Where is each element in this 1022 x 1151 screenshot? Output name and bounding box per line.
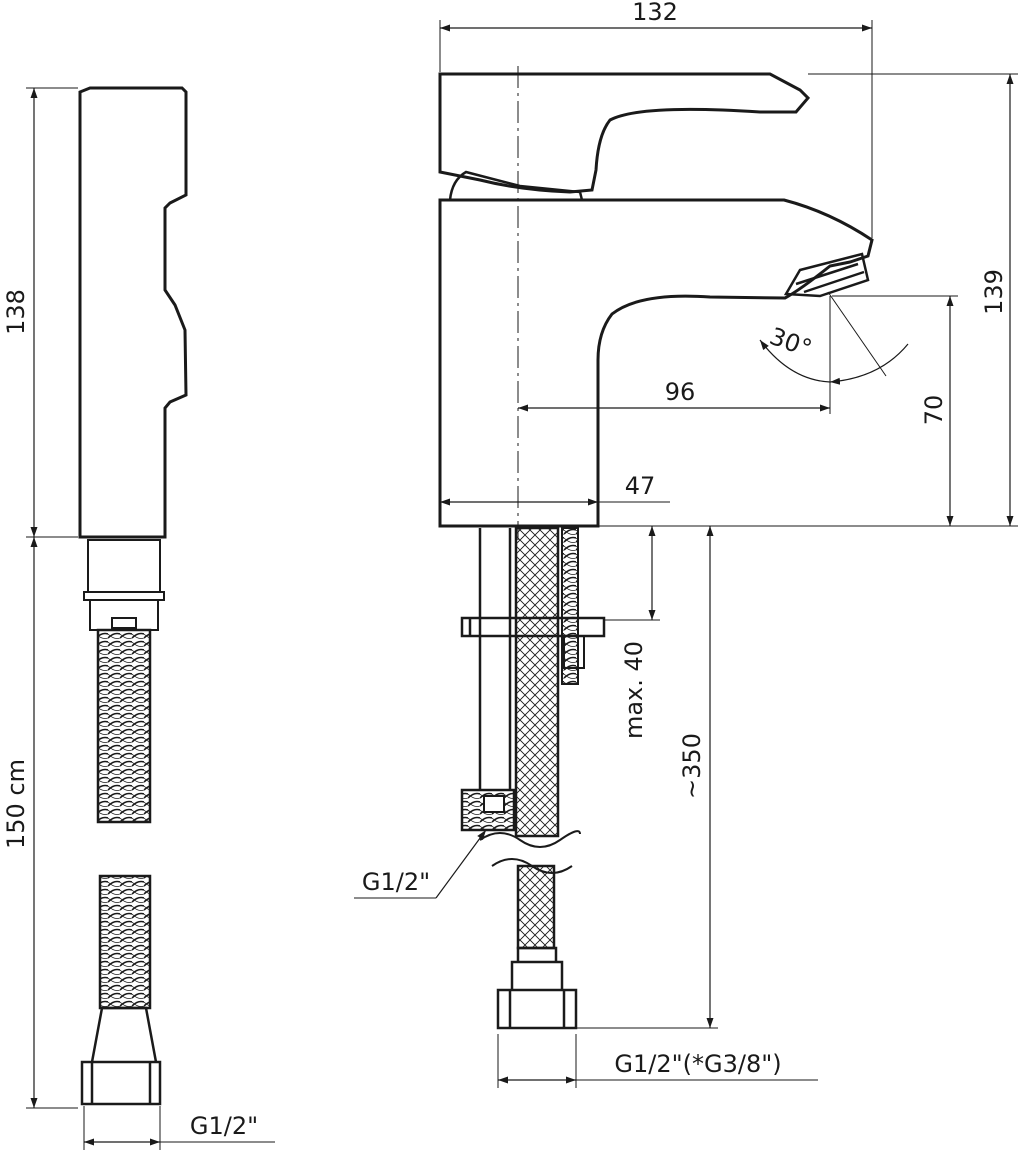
break-mark-upper <box>479 830 581 848</box>
reach-label: 96 <box>665 378 696 406</box>
hose-nut <box>496 946 578 1030</box>
break-mark-lower <box>491 858 573 874</box>
shower-handle <box>78 86 188 539</box>
spout-aerator <box>783 252 870 298</box>
shower-dimensions <box>26 87 275 1150</box>
mounting-label: max. 40 <box>620 641 648 739</box>
faucet-dimensions <box>354 20 1018 1088</box>
hose-label: ~350 <box>678 733 706 799</box>
shower-hose-upper <box>96 628 152 824</box>
faucet-thread-label: G1/2" <box>362 868 430 896</box>
braided-hose-lower <box>516 864 556 950</box>
hose-length-label: 150 cm <box>2 759 30 849</box>
lever-base <box>448 170 584 201</box>
supply-pipe <box>478 528 512 790</box>
faucet-lever <box>438 72 811 194</box>
spout-height-label: 70 <box>920 395 948 426</box>
threaded-stud <box>561 527 579 685</box>
width-label: 132 <box>632 0 678 26</box>
faucet <box>438 72 874 1030</box>
shower-hose-nut <box>80 1006 162 1106</box>
mounting-nut <box>563 635 585 669</box>
shower-connector <box>83 539 165 631</box>
shower-hose-lower <box>98 874 152 1010</box>
faucet-body <box>438 198 874 528</box>
angle-label: 30° <box>766 322 816 363</box>
hand-shower <box>78 86 188 1106</box>
shower-thread-label: G1/2" <box>190 1112 258 1140</box>
supply-thread-label: G1/2"(*G3/8") <box>614 1050 781 1078</box>
angle-arc <box>829 343 909 385</box>
thread-leader <box>435 829 487 899</box>
shower-height-label: 138 <box>2 289 30 335</box>
body-depth-label: 47 <box>625 472 656 500</box>
mounting-washer <box>460 616 606 638</box>
braided-hose-upper <box>514 526 560 838</box>
height-label: 139 <box>980 269 1008 315</box>
